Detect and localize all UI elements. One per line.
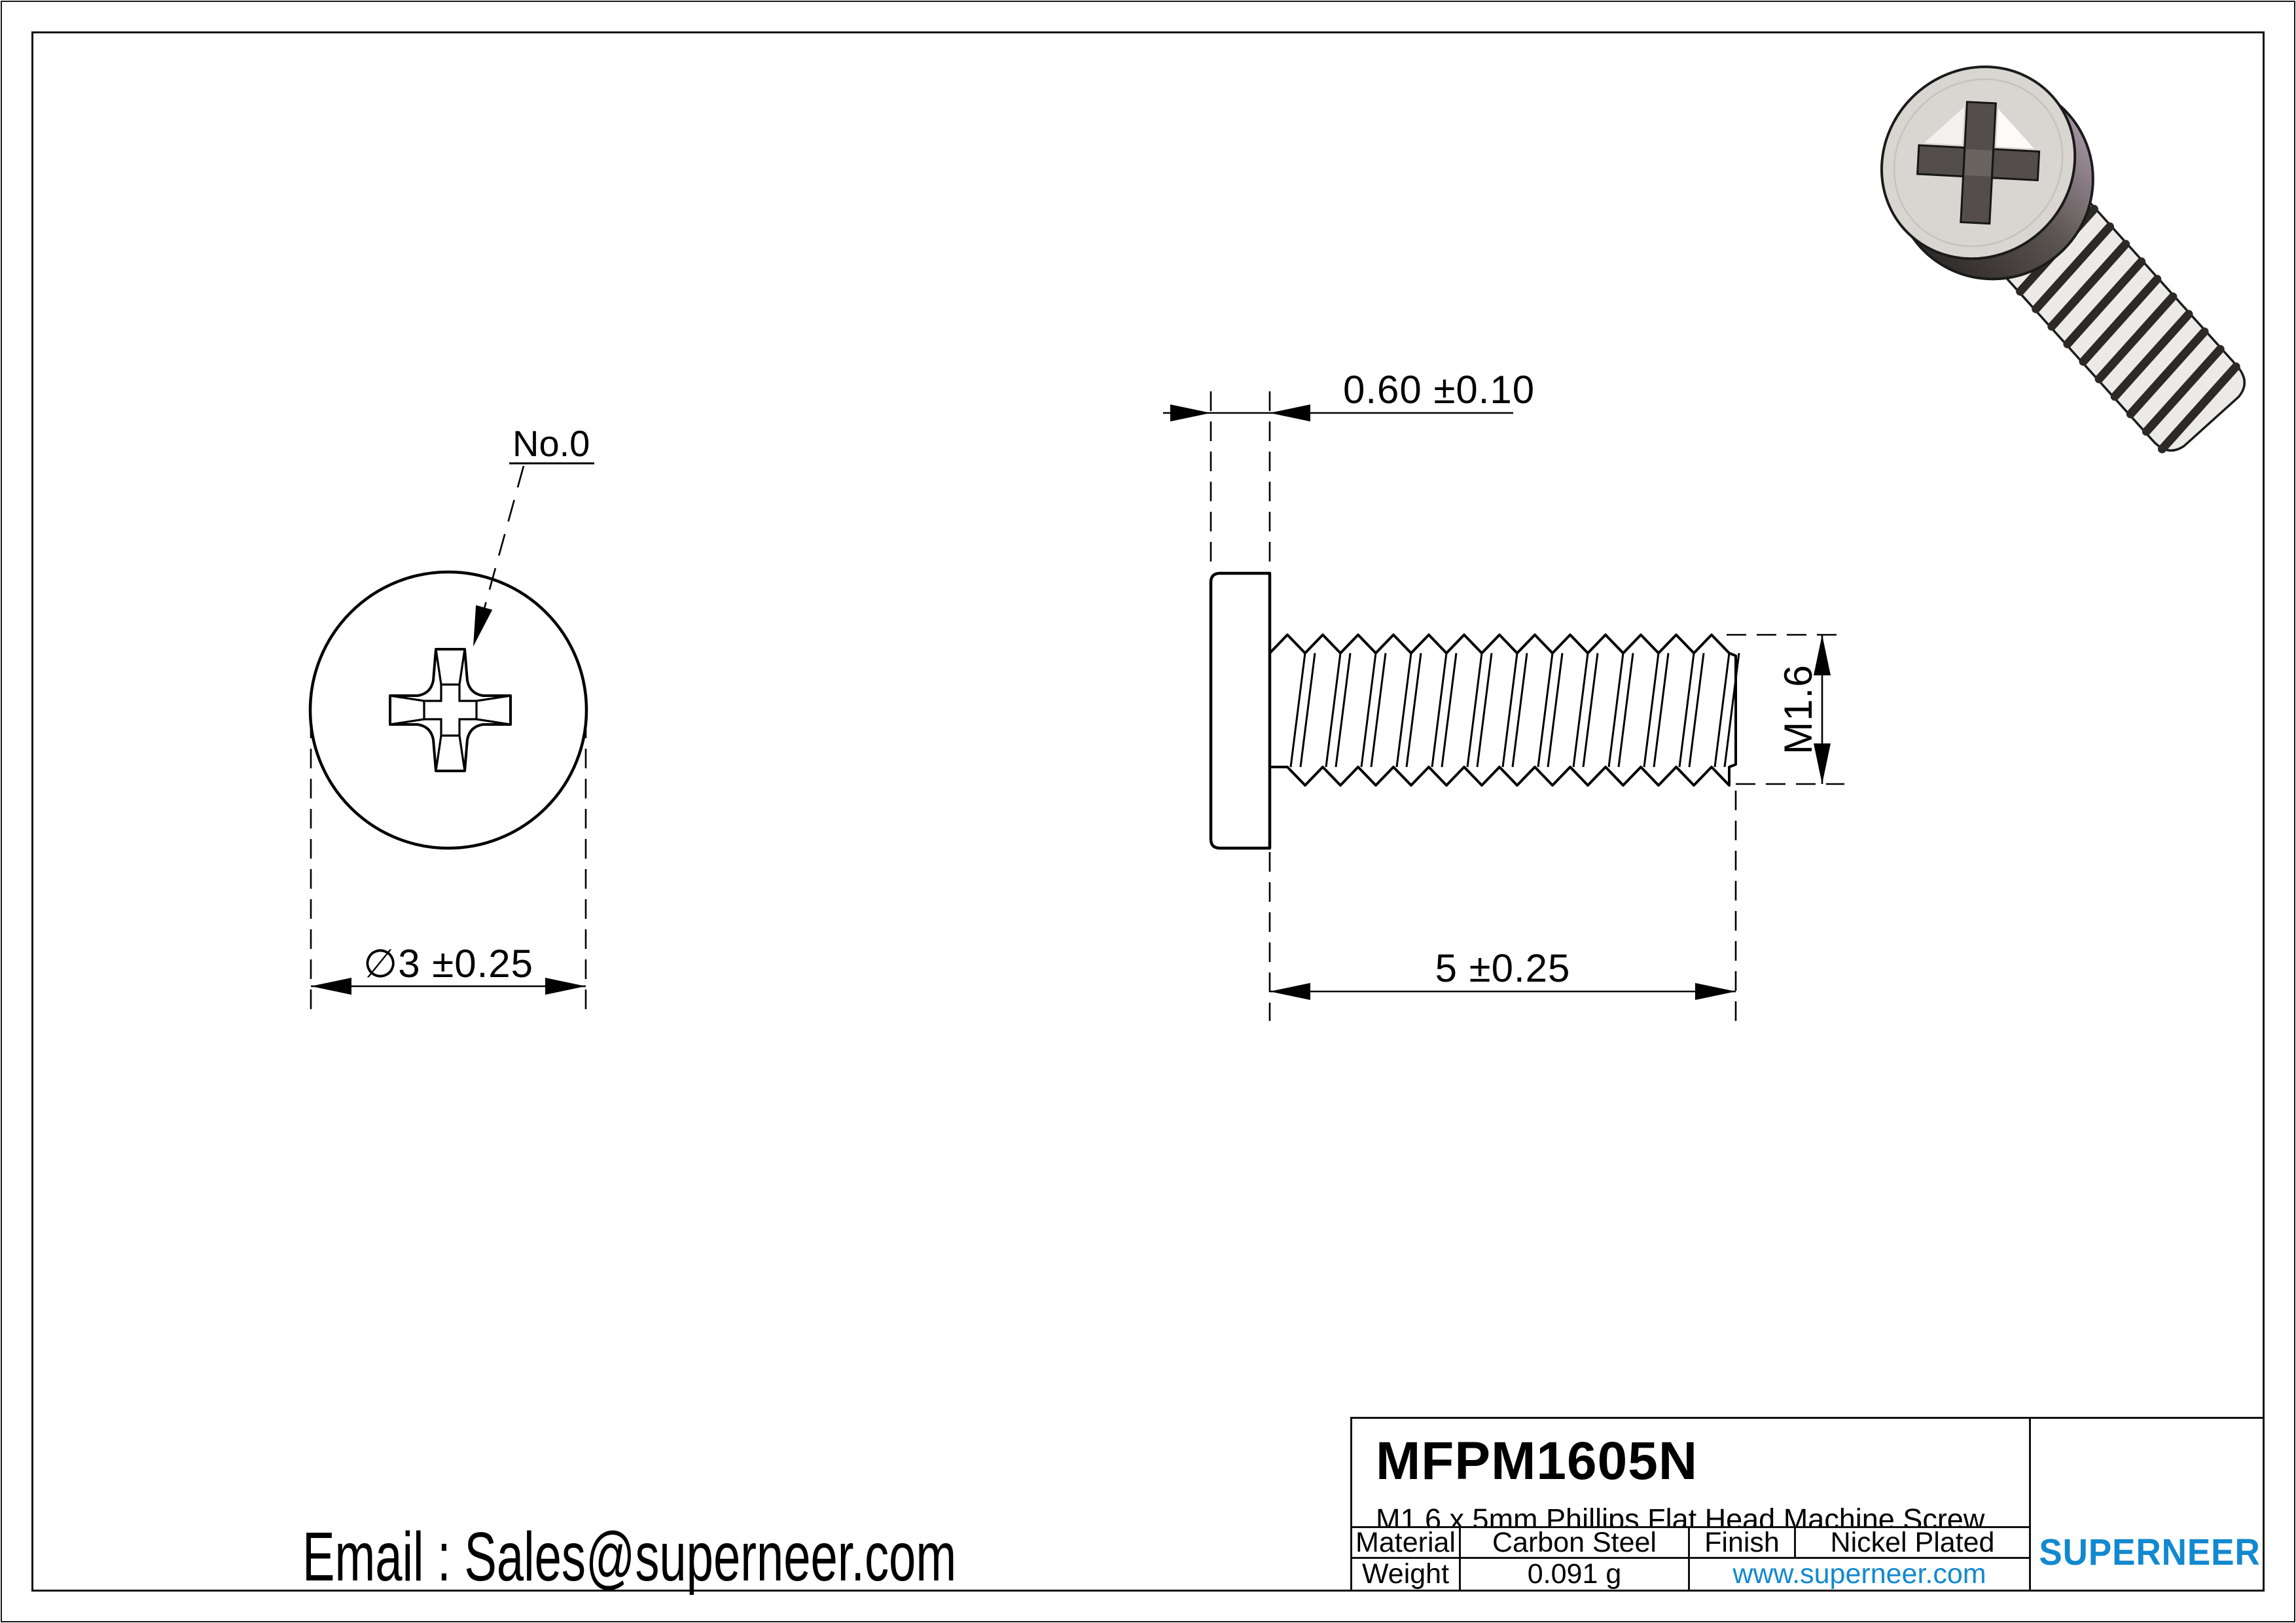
website-link[interactable]: www.superneer.com xyxy=(1732,1558,1986,1590)
extension-lines xyxy=(310,391,1844,1021)
head-thickness-dimension: 0.60 ±0.10 xyxy=(1343,368,1535,412)
drawing-frame xyxy=(31,31,2265,1592)
weight-label: Weight xyxy=(1352,1558,1461,1590)
part-number: MFPM1605N xyxy=(1376,1431,1698,1491)
finish-value: Nickel Plated xyxy=(1830,1526,1995,1558)
screw-side-view xyxy=(1209,571,1740,850)
title-block-description-section: MFPM1605N M1.6 x 5mm Phillips Flat Head … xyxy=(1352,1419,2029,1528)
material-label: Material xyxy=(1352,1527,1461,1558)
thread-length-dimension: 5 ±0.25 xyxy=(1435,946,1571,990)
thread-diameter-dimension: M1.6 xyxy=(1776,664,1820,755)
screw-3d-render xyxy=(1880,65,2246,454)
brand-name: SUPERNEER xyxy=(2039,1531,2261,1573)
drive-leader-line xyxy=(478,462,594,626)
title-block: MFPM1605N M1.6 x 5mm Phillips Flat Head … xyxy=(1350,1417,2265,1592)
material-value: Carbon Steel xyxy=(1461,1527,1690,1558)
title-block-logo-cell: SUPERNEER xyxy=(2031,1419,2263,1590)
dimension-arrowheads xyxy=(311,404,1831,1000)
drive-size-label: No.0 xyxy=(512,423,590,464)
phillips-cross-walls xyxy=(389,649,511,772)
weight-value: 0.091 g xyxy=(1461,1558,1690,1590)
screw-3d-phillips-cross xyxy=(1916,101,2041,225)
title-block-info: MFPM1605N M1.6 x 5mm Phillips Flat Head … xyxy=(1352,1419,2031,1590)
contact-email: Email : Sales@superneer.com xyxy=(302,1518,957,1596)
head-diameter-dimension: ∅3 ±0.25 xyxy=(363,942,534,986)
weight-website-row: Weight 0.091 g www.superneer.com xyxy=(1352,1558,2029,1590)
material-finish-row: Material Carbon Steel Finish Nickel Plat… xyxy=(1352,1526,2029,1559)
screw-head-top-view xyxy=(308,570,588,850)
part-description-line1: M1.6 x 5mm Phillips Flat Head Machine Sc… xyxy=(1376,1503,1985,1528)
finish-label: Finish xyxy=(1690,1527,1796,1558)
